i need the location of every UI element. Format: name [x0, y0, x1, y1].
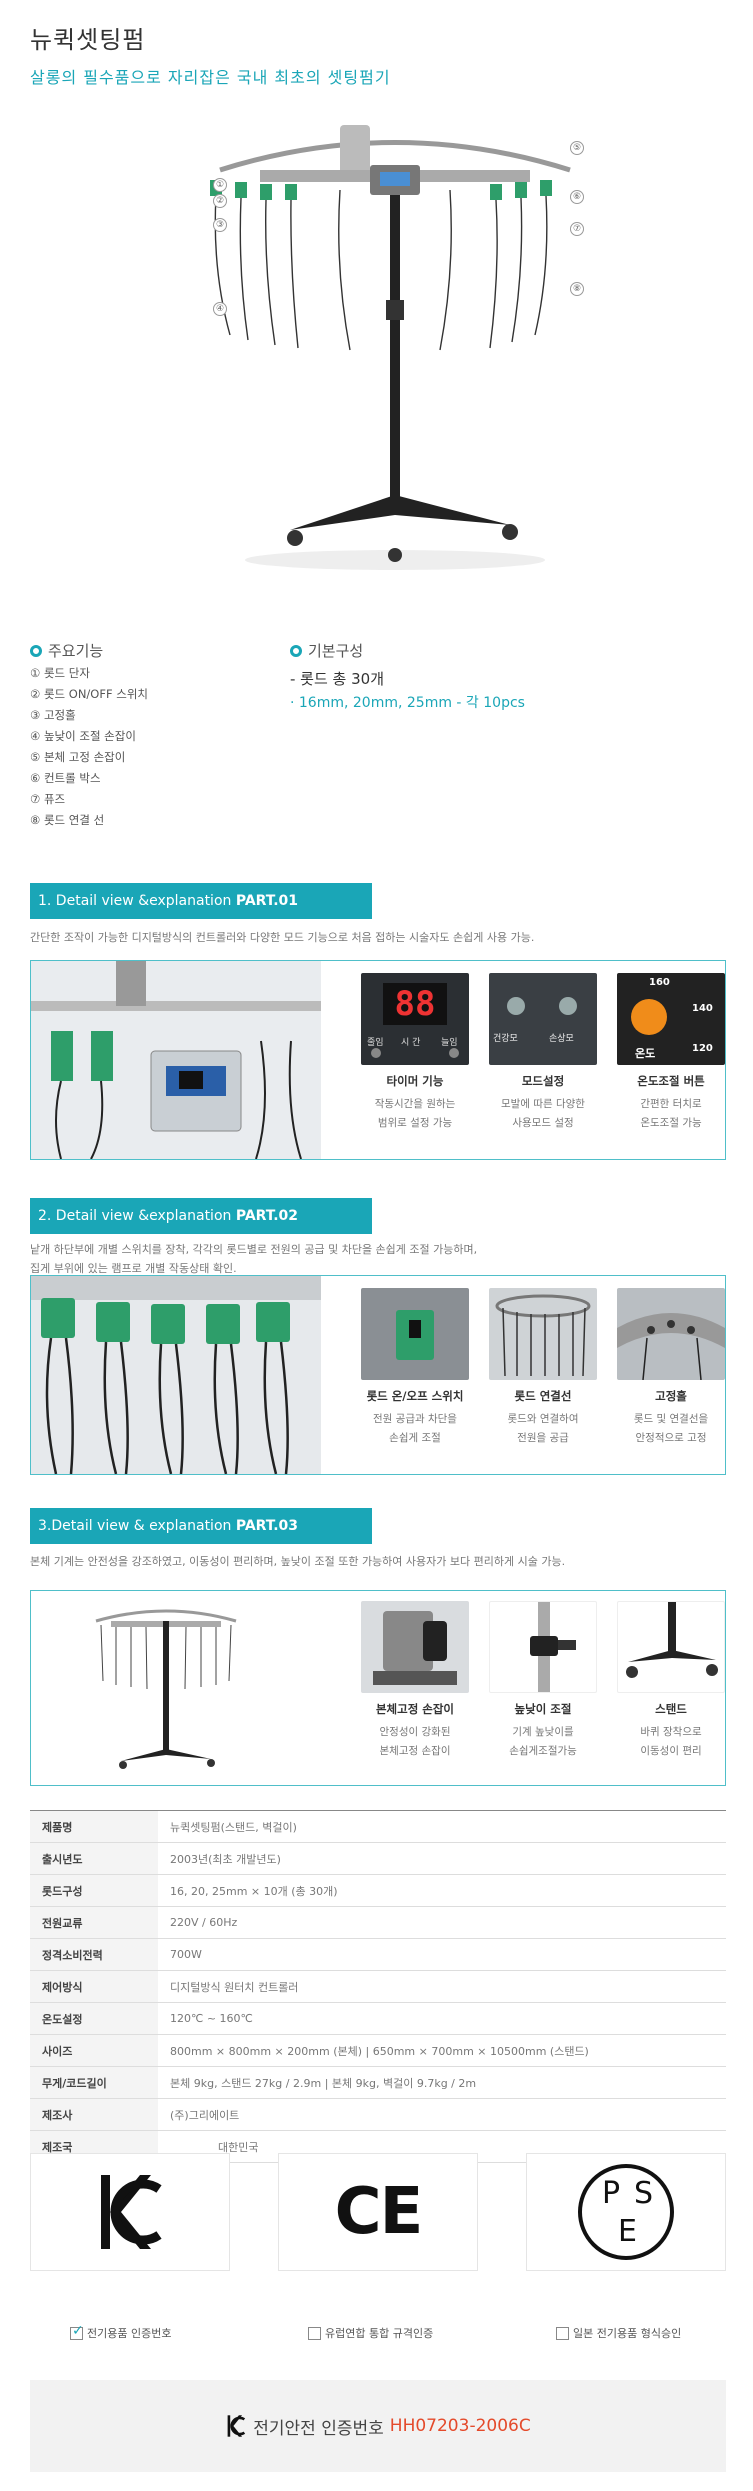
ce-mark-box: CE: [278, 2153, 478, 2271]
kc-label: ✓ 전기용품 인증번호: [70, 2322, 172, 2340]
list-item: ⑦ 퓨즈: [30, 792, 66, 806]
switch-image: [361, 1288, 469, 1380]
config-heading: 기본구성: [290, 640, 363, 661]
rod-sizes: · 16mm, 20mm, 25mm - 각 10pcs: [290, 695, 525, 711]
product-image: [210, 125, 571, 570]
caption-stand: 스탠드 바퀴 장착으로 이동성이 편리: [640, 1702, 702, 1757]
part1-bar: 1. Detail view &explanation PART.01: [30, 883, 372, 919]
features-heading: 주요기능: [30, 640, 103, 661]
ring-icon: [30, 644, 42, 657]
caption-handle: 본체고정 손잡이 안정성이 강화된 본체고정 손잡이: [375, 1702, 455, 1757]
temp-button-icon: [631, 999, 667, 1035]
height-image: [489, 1601, 597, 1693]
part2-desc: 낱개 하단부에 개별 스위치를 장착, 각각의 롯드별로 전원의 공급 및 차단…: [30, 1243, 478, 1275]
list-item: ③ 고정홀: [30, 708, 76, 722]
caption-fixing-hole: 고정홀 롯드 및 연결선을 안정적으로 고정: [633, 1389, 709, 1444]
caption-temp: 온도조절 버튼 간편한 터치로 온도조절 가능: [637, 1074, 705, 1129]
kc-mark-box: [30, 2153, 230, 2271]
fixing-hole-image: [617, 1288, 725, 1380]
safety-cert-banner: 전기안전 인증번호 HH07203-2006C: [30, 2380, 726, 2472]
checkbox-icon: [556, 2326, 569, 2340]
ce-label: 유럽연합 통합 규격인증: [308, 2325, 433, 2341]
kc-mark-icon: [101, 2175, 162, 2249]
pse-mark-icon: P S E: [578, 2164, 674, 2260]
rod-wire-image: [489, 1288, 597, 1380]
caption-switch: 롯드 온/오프 스위치 전원 공급과 차단을 손쉽게 조절: [366, 1389, 464, 1444]
list-item: ⑤ 본체 고정 손잡이: [30, 750, 126, 764]
switches-image: [31, 1276, 321, 1474]
list-item: ② 롯드 ON/OFF 스위치: [30, 687, 148, 701]
caption-height: 높낮이 조절 기계 높낮이를 손쉽게조절가능: [509, 1702, 577, 1757]
callout-6: ⑥: [570, 190, 584, 204]
part3-bar: 3.Detail view & explanation PART.03: [30, 1508, 372, 1544]
list-item: ④ 높낮이 조절 손잡이: [30, 729, 136, 743]
ring-icon: [290, 644, 302, 657]
page-title: 뉴퀵셋팅펌: [30, 26, 146, 54]
callout-8: ⑧: [570, 282, 584, 296]
timer-display: 88: [383, 983, 447, 1025]
caption-rod-wire: 롯드 연결선 롯드와 연결하여 전원을 공급: [507, 1389, 579, 1444]
table-row: 제조사(주)그리에이트: [30, 2098, 726, 2131]
caption-mode: 모드설정 모발에 따른 다양한 사용모드 설정: [501, 1074, 585, 1129]
list-item: ① 롯드 단자: [30, 666, 90, 680]
callout-7: ⑦: [570, 222, 584, 236]
callout-1: ①: [213, 178, 227, 192]
part1-desc: 간단한 조작이 가능한 디지털방식의 컨트롤러와 다양한 모드 기능으로 처음 …: [30, 931, 535, 944]
safety-number: HH07203-2006C: [389, 2416, 531, 2436]
stand-image: [95, 1609, 237, 1769]
checkbox-checked-icon: ✓: [70, 2322, 84, 2340]
part3-desc: 본체 기계는 안전성을 강조하였고, 이동성이 편리하며, 높낮이 조절 또한 …: [30, 1555, 566, 1568]
ce-mark-icon: CE: [334, 2175, 424, 2249]
callout-4: ④: [213, 302, 227, 316]
pse-label: 일본 전기용품 형식승인: [556, 2325, 681, 2341]
rod-total: - 롯드 총 30개: [290, 670, 385, 688]
features-list: ① 롯드 단자 ② 롯드 ON/OFF 스위치 ③ 고정홀 ④ 높낮이 조절 손…: [30, 663, 148, 831]
checkbox-icon: [308, 2326, 321, 2340]
temp-image: 160 140 120 온도: [617, 973, 725, 1065]
part2-bar: 2. Detail view &explanation PART.02: [30, 1198, 372, 1234]
kc-mark-icon: [227, 2415, 246, 2437]
control-box-image: [31, 961, 321, 1159]
list-item: ⑥ 컨트롤 박스: [30, 771, 101, 785]
handle-image: [361, 1601, 469, 1693]
page-subtitle: 살롱의 필수품으로 자리잡은 국내 최초의 셋팅펌기: [30, 68, 391, 87]
pse-mark-box: P S E: [526, 2153, 726, 2271]
part2-panel: 롯드 온/오프 스위치 전원 공급과 차단을 손쉽게 조절 롯드 연결선 롯드와…: [30, 1275, 726, 1475]
caption-timer: 타이머 기능 작동시간을 원하는 범위로 설정 가능: [374, 1074, 456, 1129]
callout-5: ⑤: [570, 141, 584, 155]
base-image: [617, 1601, 725, 1693]
list-item: ⑧ 롯드 연결 선: [30, 813, 105, 827]
safety-label: 전기안전 인증번호: [253, 2418, 384, 2439]
callout-2: ②: [213, 194, 227, 208]
part3-panel: 본체고정 손잡이 안정성이 강화된 본체고정 손잡이 높낮이 조절 기계 높낮이…: [30, 1590, 726, 1786]
timer-image: 88 줄임 시 간 늘임: [361, 973, 469, 1065]
mode-image: 건강모 손상모: [489, 973, 597, 1065]
callout-3: ③: [213, 218, 227, 232]
part1-panel: 88 줄임 시 간 늘임 건강모 손상모 160 140 120 온도 타이머 …: [30, 960, 726, 1160]
